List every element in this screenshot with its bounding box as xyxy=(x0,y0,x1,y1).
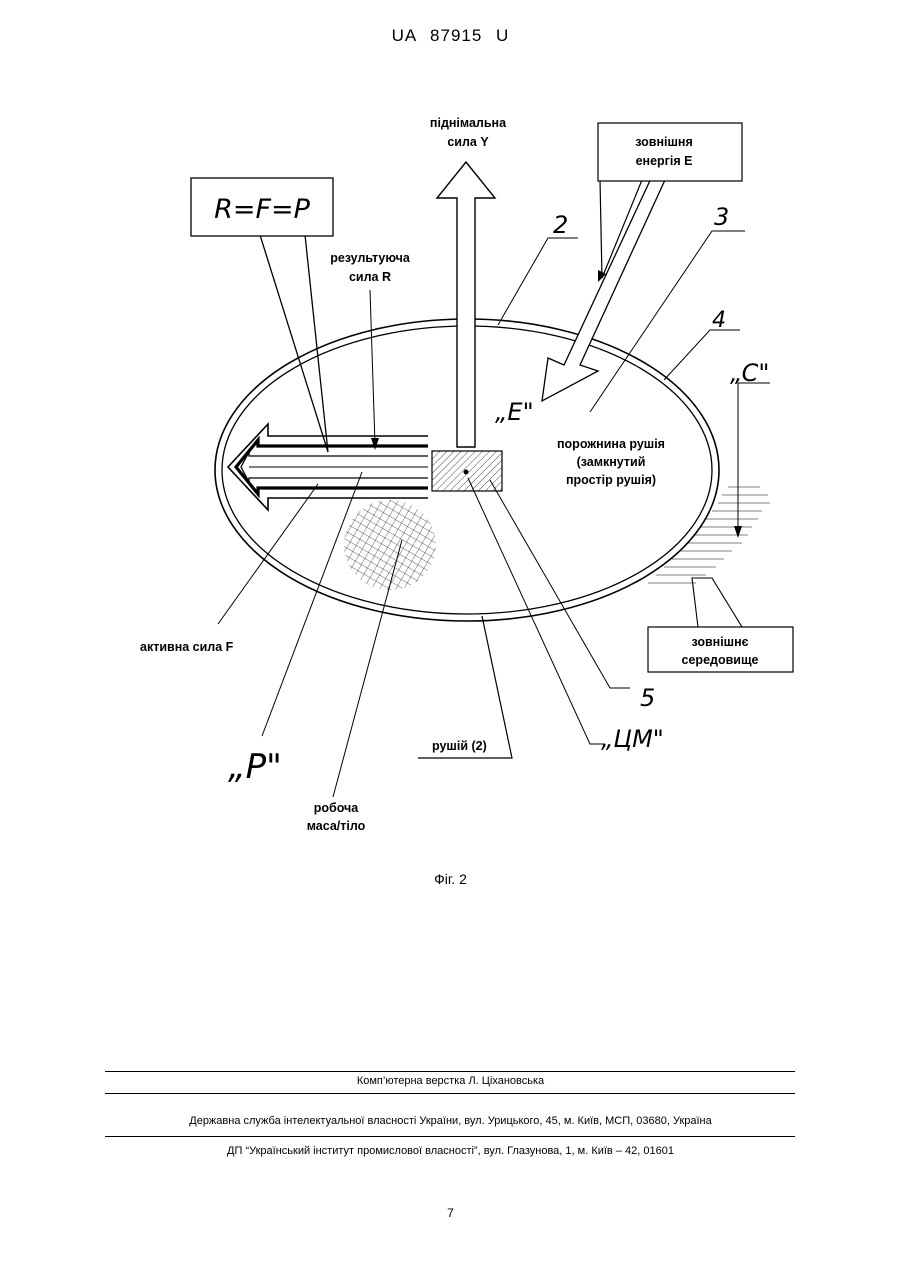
formula-text: R=F=P xyxy=(214,194,311,225)
leader-lines xyxy=(218,231,770,797)
svg-text:середовище: середовище xyxy=(682,653,759,667)
mark-cm: „ЦМ" xyxy=(601,725,664,753)
layout-credit: Комп’ютерна верстка Л. Ціхановська xyxy=(0,1075,901,1087)
institute-address: ДП “Український інститут промислової вла… xyxy=(0,1145,901,1157)
svg-text:сила R: сила R xyxy=(349,270,391,284)
formula-box-pointer xyxy=(260,235,328,452)
propulsor-label: рушій (2) xyxy=(432,739,487,753)
svg-text:(замкнутий: (замкнутий xyxy=(577,455,646,469)
mark-5: 5 xyxy=(640,684,655,712)
figure-2-diagram: R=F=P піднімальна сила Y зовнішня енергі… xyxy=(0,0,901,900)
mark-p: „P" xyxy=(228,747,282,787)
cavity-label: порожнина рушія (замкнутий простір рушія… xyxy=(557,437,665,487)
lift-force-arrow xyxy=(437,162,495,447)
active-force-arrow xyxy=(228,424,428,510)
page-number: 7 xyxy=(0,1206,901,1220)
svg-text:зовнішня: зовнішня xyxy=(635,135,693,149)
working-mass-label: робоча маса/тіло xyxy=(307,801,366,833)
propulsor-pointer xyxy=(418,616,512,758)
active-force-label: активна сила F xyxy=(140,640,234,654)
resultant-force-label: результуюча сила R xyxy=(330,251,411,284)
footer-rule-2 xyxy=(105,1093,795,1094)
external-medium-hatching xyxy=(648,487,770,583)
mark-4: 4 xyxy=(712,308,726,333)
footer-rule-1 xyxy=(105,1071,795,1072)
lift-force-label: піднімальна сила Y xyxy=(430,116,507,149)
svg-text:порожнина рушія: порожнина рушія xyxy=(557,437,665,451)
svg-text:зовнішнє: зовнішнє xyxy=(691,635,748,649)
working-mass-hatch xyxy=(340,495,440,595)
centre-of-mass-point xyxy=(464,470,469,475)
footer-rule-3 xyxy=(105,1136,795,1137)
svg-text:піднімальна: піднімальна xyxy=(430,116,507,130)
figure-caption: Фіг. 2 xyxy=(0,871,901,887)
agency-address: Державна служба інтелектуальної власност… xyxy=(0,1115,901,1127)
svg-text:результуюча: результуюча xyxy=(330,251,411,265)
mark-2: 2 xyxy=(553,211,568,239)
external-medium-pointer xyxy=(692,578,742,627)
svg-text:простір рушія): простір рушія) xyxy=(566,473,656,487)
svg-text:маса/тіло: маса/тіло xyxy=(307,819,366,833)
mark-e: „E" xyxy=(495,398,534,426)
external-energy-arrow xyxy=(542,172,665,401)
svg-text:сила Y: сила Y xyxy=(447,135,489,149)
external-energy-box xyxy=(598,123,742,181)
mark-c: „C" xyxy=(730,359,769,387)
svg-text:енергія E: енергія E xyxy=(636,154,693,168)
svg-text:робоча: робоча xyxy=(314,801,360,815)
mark-3: 3 xyxy=(714,203,729,231)
